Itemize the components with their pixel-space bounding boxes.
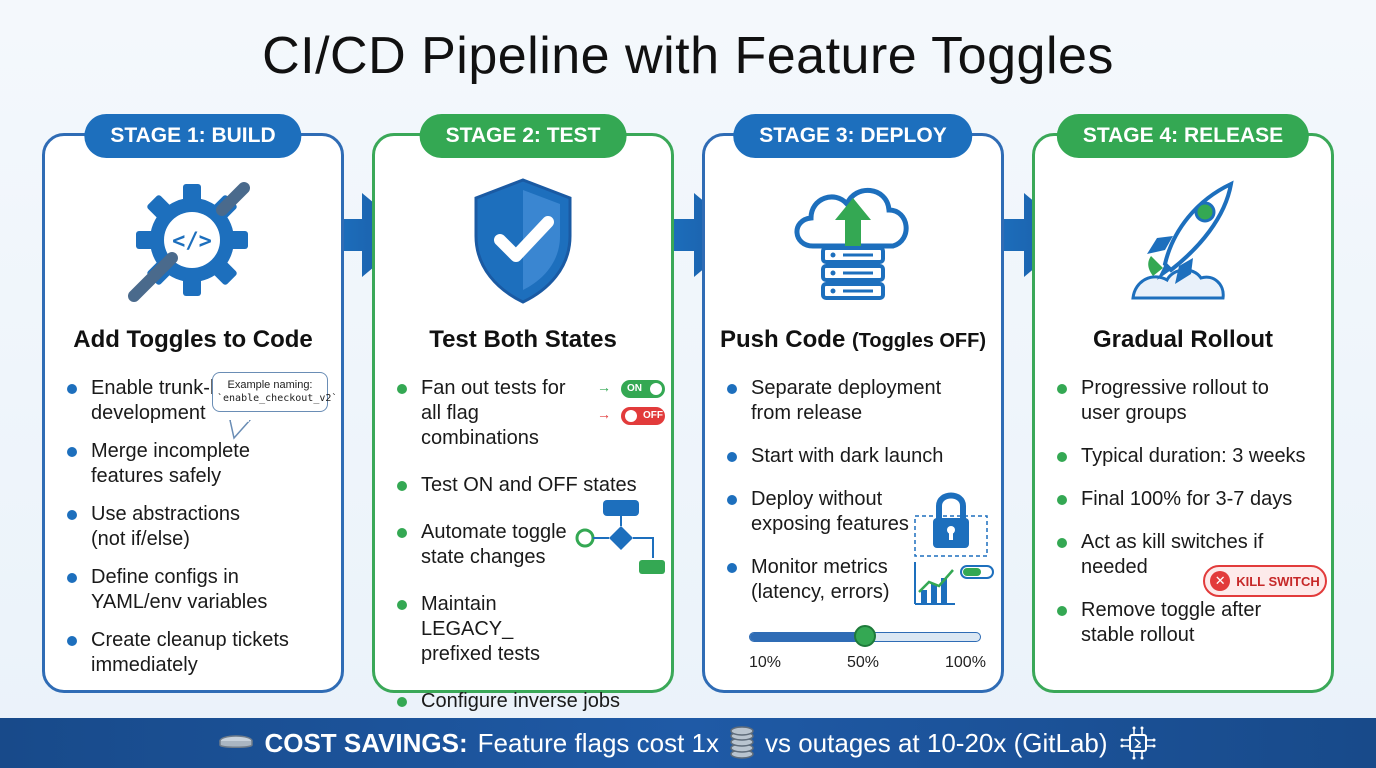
stage-card-release: STAGE 4: RELEASE Gradual Rollout Progres… bbox=[1032, 114, 1334, 693]
kill-switch-label: KILL SWITCH bbox=[1236, 573, 1320, 589]
bullet-list: Separate deployment from release Start w… bbox=[727, 376, 991, 605]
list-item: Act as kill switches if needed bbox=[1057, 530, 1277, 580]
stage-heading: Gradual Rollout bbox=[1093, 326, 1273, 353]
bullet-list: Progressive rollout to user groups Typic… bbox=[1057, 376, 1321, 648]
stage-heading-main: Push Code bbox=[719, 326, 846, 353]
naming-callout: Example naming: `enable_checkout_v2` bbox=[212, 372, 338, 412]
slider-knob[interactable] bbox=[854, 625, 876, 647]
list-item: Remove toggle after stable rollout bbox=[1057, 598, 1277, 648]
stage-card-deploy: STAGE 3: DEPLOY Push Code (Toggles OFF) … bbox=[702, 114, 1004, 693]
gear-wrench-code-icon: </> bbox=[128, 182, 250, 302]
slider-label-max: 100% bbox=[945, 654, 986, 671]
stage-heading: Push Code (Toggles OFF) bbox=[705, 326, 1001, 354]
cost-savings-banner: COST SAVINGS: Feature flags cost 1x vs o… bbox=[0, 718, 1376, 768]
lock-icon bbox=[914, 492, 988, 557]
list-item: Deploy without exposing features bbox=[727, 487, 917, 537]
list-item: Test ON and OFF states bbox=[397, 473, 661, 498]
close-icon: ✕ bbox=[1210, 571, 1231, 591]
callout-label: Example naming: bbox=[227, 379, 313, 391]
stage-card-test: STAGE 2: TEST Test Both States Fan out t… bbox=[372, 114, 674, 712]
arrow-right-icon: → bbox=[597, 406, 611, 422]
stage-badge: STAGE 2: TEST bbox=[419, 114, 627, 158]
stage-heading-sub: (Toggles OFF) bbox=[851, 330, 987, 352]
list-item: Define configs in YAML/env variables bbox=[67, 565, 287, 615]
slider-label-min: 10% bbox=[749, 654, 782, 671]
list-item: Separate deployment from release bbox=[727, 376, 947, 426]
banner-text-1: Feature flags cost 1x bbox=[477, 727, 719, 758]
list-item: Typical duration: 3 weeks bbox=[1057, 444, 1321, 469]
callout-tail-icon bbox=[229, 420, 252, 440]
list-item: Merge incomplete features safely bbox=[67, 439, 267, 489]
stage-card-build: STAGE 1: BUILD </> bbox=[42, 114, 344, 693]
coin-stack-icon bbox=[730, 726, 754, 759]
callout-code: `enable_checkout_v2` bbox=[217, 393, 338, 404]
list-item: Automate toggle state changes bbox=[397, 520, 577, 570]
stage-badge: STAGE 3: DEPLOY bbox=[733, 114, 973, 158]
coin-icon bbox=[219, 735, 254, 748]
slider-label-mid: 50% bbox=[847, 654, 880, 671]
cloud-upload-server-icon bbox=[794, 187, 909, 300]
banner-label: COST SAVINGS: bbox=[264, 727, 468, 758]
stage-heading: Add Toggles to Code bbox=[73, 326, 313, 353]
banner-text-2: vs outages at 10-20x (GitLab) bbox=[765, 727, 1108, 758]
shield-check-icon bbox=[474, 178, 572, 304]
arrow-right-icon: → bbox=[597, 379, 611, 395]
rocket-icon bbox=[1131, 180, 1234, 300]
kill-switch-badge[interactable]: ✕ KILL SWITCH bbox=[1203, 565, 1327, 597]
svg-text:</>: </> bbox=[172, 229, 212, 254]
stage-badge: STAGE 1: BUILD bbox=[84, 114, 302, 158]
flowchart-icon bbox=[575, 500, 665, 574]
metrics-chart-icon bbox=[914, 562, 994, 605]
list-item: Use abstractions (not if/else) bbox=[67, 502, 257, 552]
circuit-icon bbox=[1120, 726, 1156, 760]
list-item: Final 100% for 3-7 days bbox=[1057, 487, 1321, 512]
bullet-list: Enable trunk-based development Merge inc… bbox=[67, 376, 331, 678]
list-item: Progressive rollout to user groups bbox=[1057, 376, 1277, 426]
list-item: Start with dark launch bbox=[727, 444, 991, 469]
rollout-slider[interactable] bbox=[749, 625, 981, 647]
page-title: CI/CD Pipeline with Feature Toggles bbox=[262, 27, 1114, 85]
stage-badge: STAGE 4: RELEASE bbox=[1056, 114, 1310, 158]
list-item: Fan out tests for all flag combinations bbox=[397, 376, 587, 451]
stage-heading: Test Both States bbox=[429, 326, 617, 353]
bullet-list: Fan out tests for all flag combinations … bbox=[397, 376, 661, 714]
slider-fill bbox=[750, 633, 865, 641]
toggle-on-badge: ON bbox=[621, 380, 665, 398]
list-item: Monitor metrics (latency, errors) bbox=[727, 555, 897, 605]
list-item: Create cleanup tickets immediately bbox=[67, 628, 297, 678]
toggle-off-badge: OFF bbox=[621, 407, 665, 425]
list-item: Configure inverse jobs bbox=[397, 689, 661, 714]
list-item: Maintain LEGACY_ prefixed tests bbox=[397, 592, 567, 667]
